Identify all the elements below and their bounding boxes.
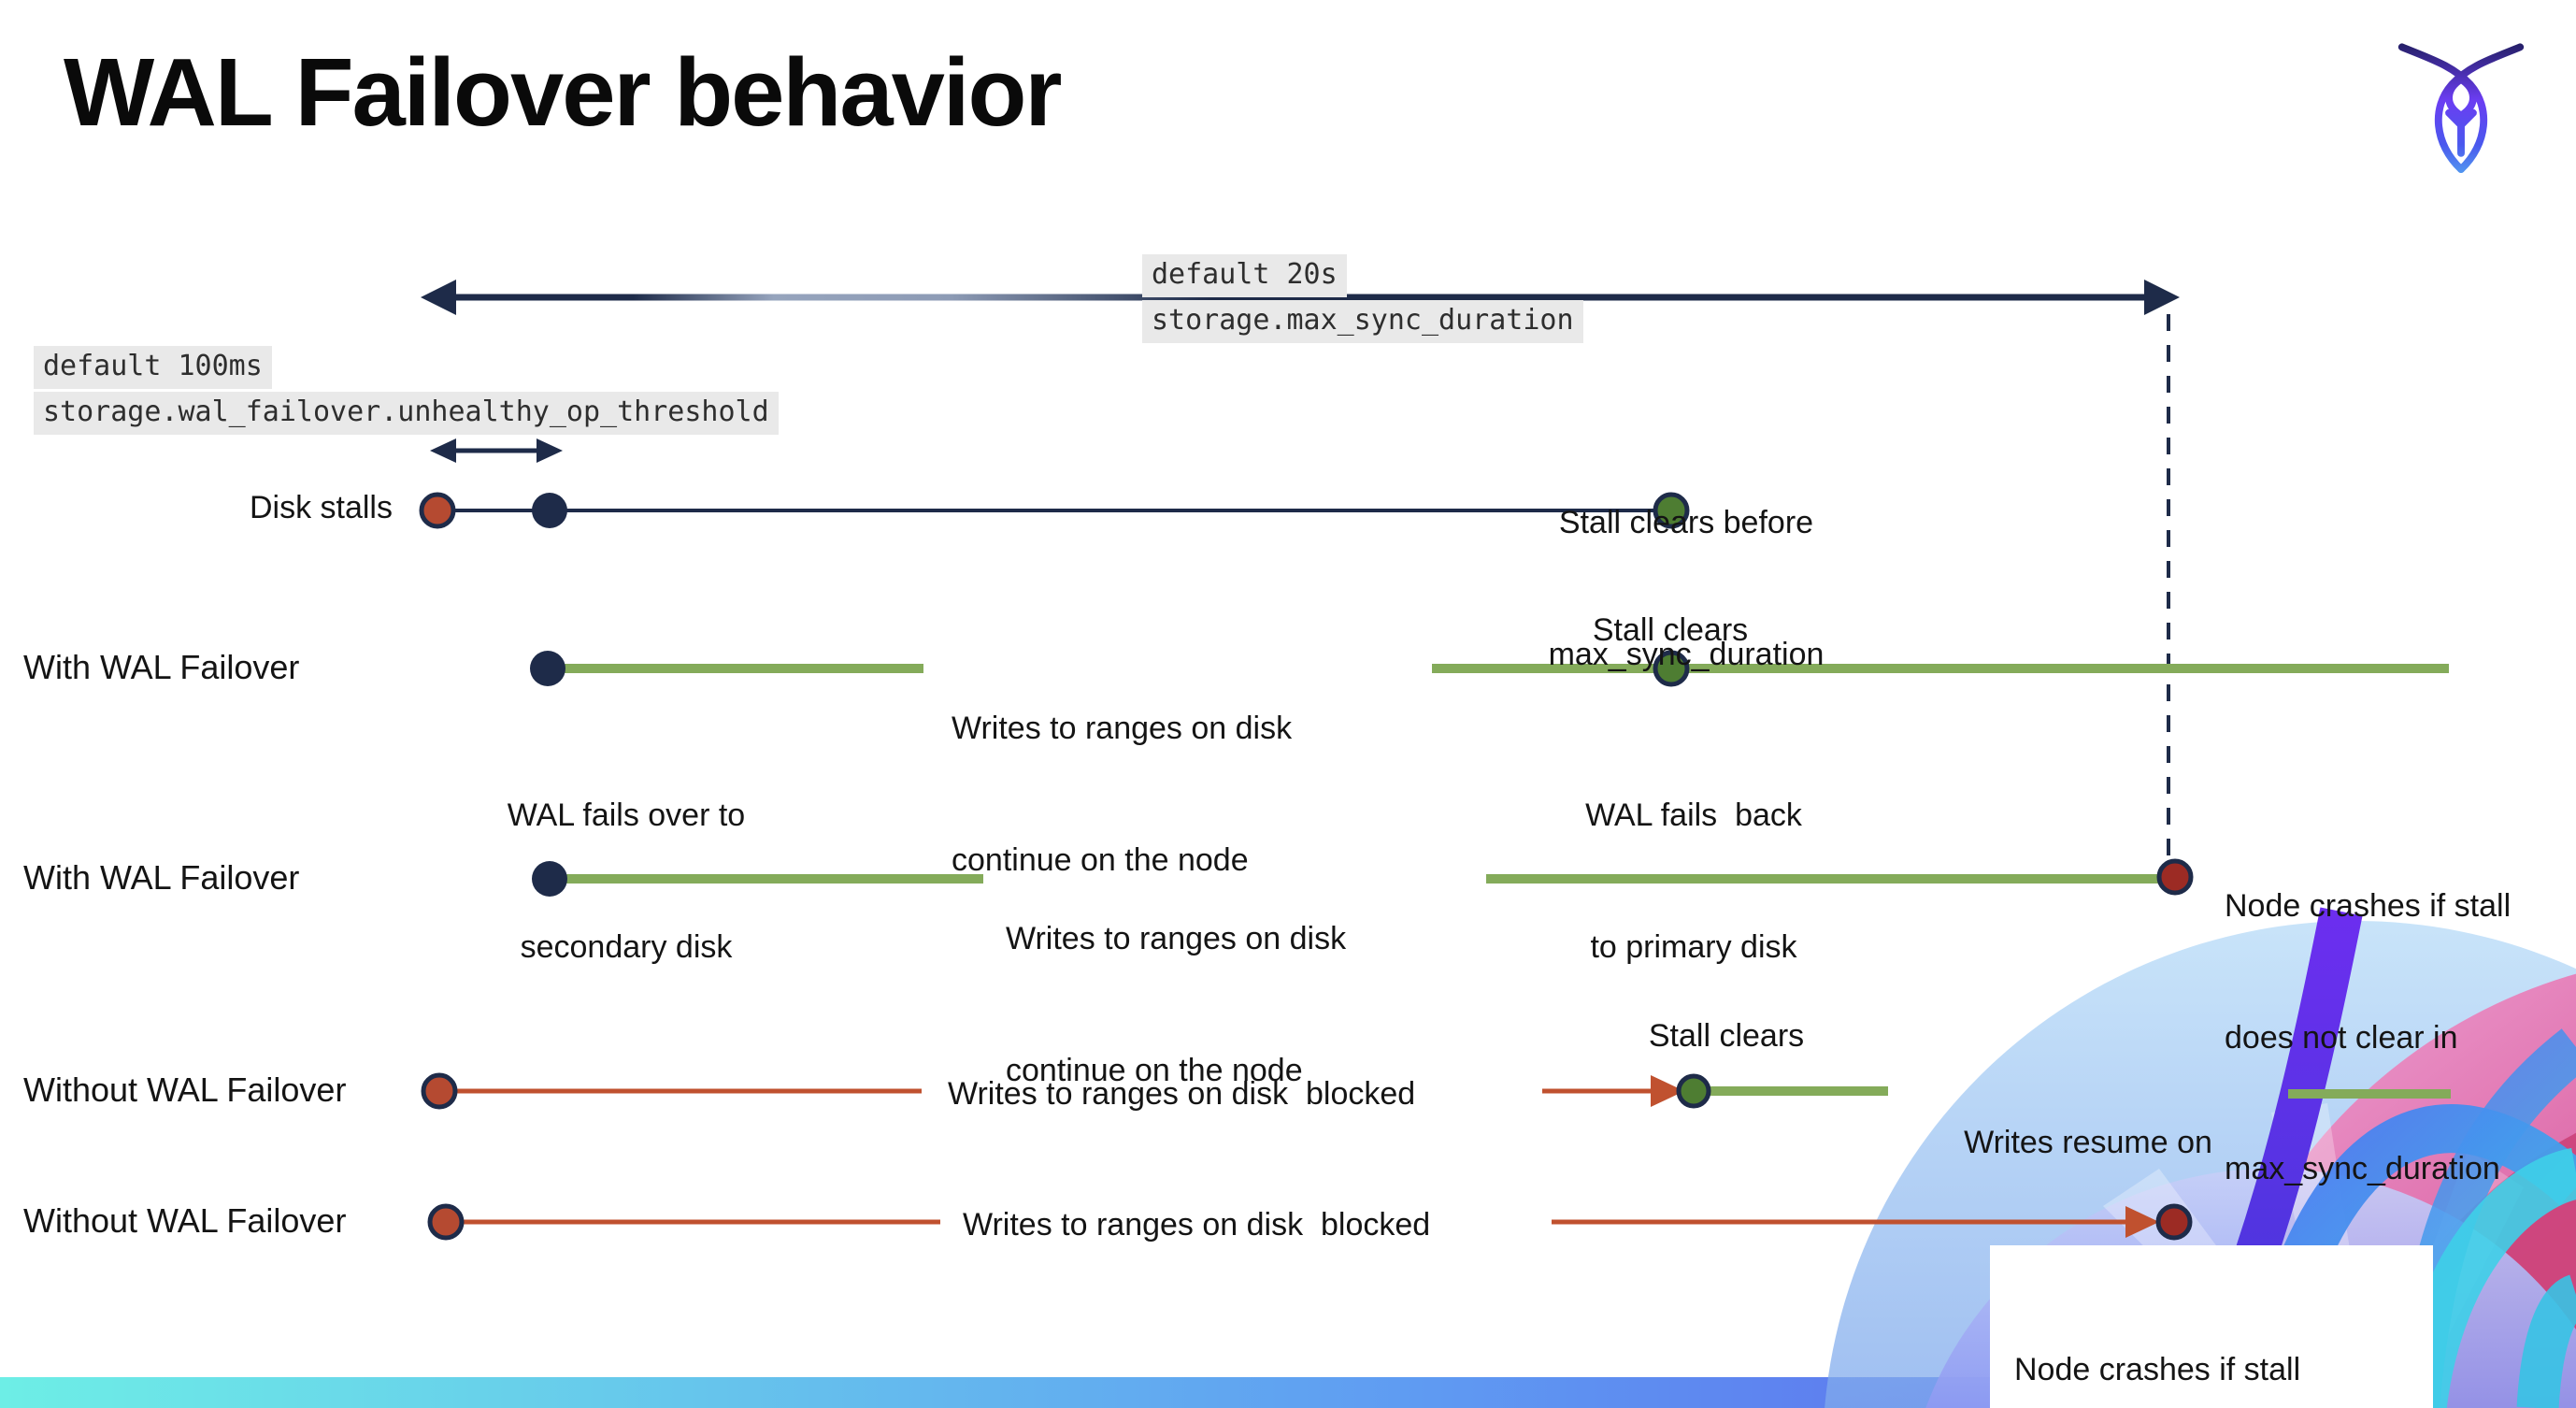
threshold-dot: [532, 493, 567, 528]
timeline-with-failover-1: [530, 650, 2449, 687]
stall-start-dot: [421, 1072, 458, 1110]
note-wal-fails-back: WAL fails back to primary disk: [1553, 706, 1834, 1056]
note-line: continue on the node: [952, 841, 1249, 878]
max-sync-duration-arrow: [421, 280, 2180, 315]
note-line: Writes resume on: [1964, 1124, 2212, 1160]
node-crash-dot: [2156, 858, 2194, 896]
note-node-crashes-1: Node crashes if stall does not clear in …: [2225, 797, 2576, 1279]
row-label-with-wal-failover-1: With WAL Failover: [23, 648, 300, 686]
stall-clears-dot: [1653, 492, 1690, 529]
unhealthy-op-threshold-setting-label: default 100ms storage.wal_failover.unhea…: [34, 346, 779, 438]
note-node-crashes-2-box: Node crashes if stall does not clear in …: [1990, 1245, 2433, 1408]
row-label-without-wal-failover-1: Without WAL Failover: [23, 1070, 347, 1109]
note-stall-clears-before: Stall clears before max_sync_duration: [1527, 413, 1845, 764]
node-crash-dot: [2155, 1203, 2193, 1241]
setting-default-value: default 100ms: [34, 346, 272, 389]
timeline-disk-stalls: [419, 492, 1690, 529]
arrowhead-right: [2144, 280, 2180, 315]
arrowhead-left: [430, 438, 456, 463]
note-line: max_sync_duration: [2225, 1151, 2500, 1187]
page-title: WAL Failover behavior: [64, 38, 1063, 146]
note-line: WAL fails over to: [507, 797, 746, 833]
note-stall-clears-2: Stall clears: [1648, 1018, 1805, 1054]
row-label-disk-stalls: Disk stalls: [249, 490, 393, 525]
failover-dot: [530, 651, 565, 686]
red-arrowhead: [2125, 1206, 2159, 1238]
note-writes-blocked-2: Writes to ranges on disk blocked: [963, 1207, 1431, 1243]
row-label-with-wal-failover-2: With WAL Failover: [23, 858, 300, 897]
timeline-with-failover-2: [532, 858, 2194, 897]
note-writes-blocked-1: Writes to ranges on disk blocked: [948, 1076, 1416, 1112]
note-line: continue on the node: [1006, 1052, 1303, 1088]
row-label-without-wal-failover-2: Without WAL Failover: [23, 1201, 347, 1240]
art-cyan-arc: [2516, 1274, 2576, 1408]
note-line: Writes to ranges on disk: [1006, 920, 1347, 956]
stall-clears-dot: [1676, 1073, 1711, 1109]
unhealthy-op-threshold-arrow: [430, 438, 563, 463]
stall-start-dot: [427, 1203, 465, 1241]
setting-name: storage.wal_failover.unhealthy_op_thresh…: [34, 392, 779, 435]
note-line: Writes to ranges on disk: [952, 710, 1293, 746]
setting-name: storage.max_sync_duration: [1142, 300, 1583, 343]
red-arrowhead: [1651, 1075, 1684, 1107]
note-line: max_sync_duration: [1548, 636, 1825, 672]
cockroachdb-logo-icon: [2397, 43, 2525, 174]
failover-dot: [532, 861, 567, 897]
note-line: to primary disk: [1590, 928, 1797, 965]
timeline-without-failover-1: [421, 1072, 2451, 1110]
note-line: secondary disk: [520, 928, 733, 965]
note-line: Node crashes if stall: [2225, 887, 2512, 924]
note-line: WAL fails back: [1585, 797, 1802, 833]
note-wal-fails-over: WAL fails over to secondary disk: [486, 706, 766, 1056]
timeline-without-failover-2: [427, 1203, 2193, 1241]
stall-start-dot: [419, 492, 456, 529]
note-stall-clears-1: Stall clears: [1592, 612, 1749, 648]
note-writes-continue-1: Writes to ranges on disk continue on the…: [952, 619, 1292, 970]
note-line: Node crashes if stall: [2014, 1351, 2301, 1387]
arrowhead-left: [421, 280, 456, 315]
note-line: Stall clears before: [1558, 504, 1814, 540]
note-node-crashes-2: Node crashes if stall does not clear in …: [1990, 1245, 2433, 1408]
note-line: does not clear in: [2225, 1019, 2458, 1056]
arrowhead-right: [537, 438, 563, 463]
max-sync-duration-setting-label: default 20s storage.max_sync_duration: [1142, 254, 1583, 346]
setting-default-value: default 20s: [1142, 254, 1347, 297]
stall-clears-dot: [1653, 650, 1690, 687]
note-writes-continue-2: Writes to ranges on disk continue on the…: [1006, 829, 1346, 1180]
